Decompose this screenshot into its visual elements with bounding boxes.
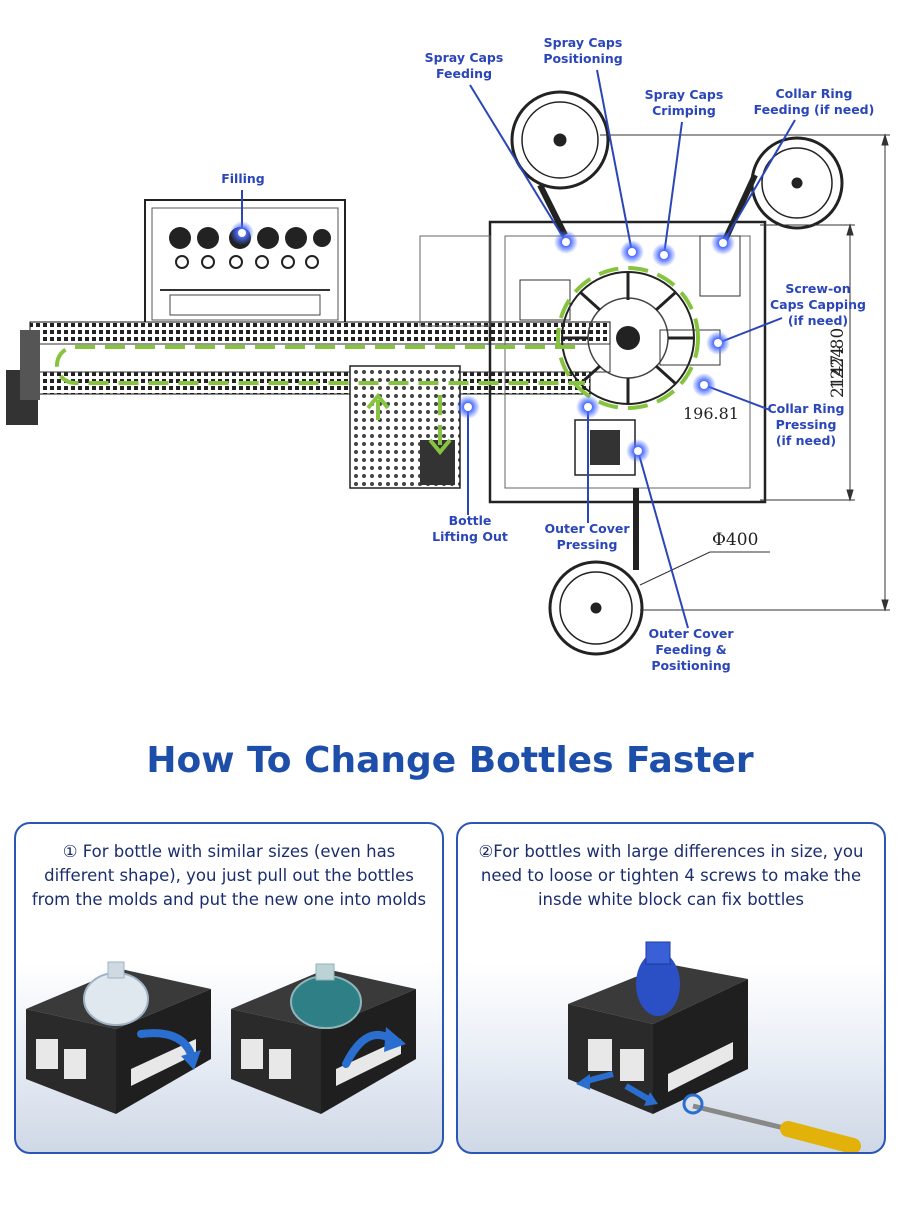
callout-dots: [230, 221, 735, 463]
callout-screw-on-caps-capping: Screw-on Caps Capping (if need): [770, 281, 866, 328]
dimension-hopper-diameter: Φ400: [712, 530, 759, 550]
panel-similar-sizes: ① For bottle with similar sizes (even ha…: [14, 822, 444, 1154]
dimension-frame-height: 1224: [828, 346, 848, 390]
filling-station: [144, 199, 346, 329]
flow-path: [55, 266, 700, 445]
dimension-turntable: 196.81: [683, 404, 739, 423]
callout-outer-cover-pressing: Outer Cover Pressing: [544, 521, 630, 552]
callout-outer-cover-feeding: Outer Cover Feeding & Positioning: [648, 626, 734, 673]
callout-filling: Filling: [221, 171, 265, 186]
callout-bottle-lifting-out: Bottle Lifting Out: [432, 513, 508, 544]
panel-1-text: ① For bottle with similar sizes (even ha…: [31, 842, 427, 909]
callout-spray-caps-crimping: Spray Caps Crimping: [644, 87, 724, 118]
section-heading: How To Change Bottles Faster: [146, 740, 754, 781]
callout-collar-ring-pressing: Collar Ring Pressing (if need): [767, 401, 845, 448]
outer-cover-hopper: [548, 488, 644, 656]
machine-layout-diagram: Filling Spray Caps Feeding Spray Caps Po…: [6, 35, 890, 673]
callout-collar-ring-feeding: Collar Ring Feeding (if need): [753, 86, 875, 117]
dimension-lines: [600, 133, 890, 612]
panel-2-text: ②For bottles with large differences in s…: [478, 842, 864, 909]
callout-leaders: [241, 69, 796, 629]
panel-large-differences: ②For bottles with large differences in s…: [456, 822, 886, 1154]
conveyor: [6, 321, 611, 425]
callout-spray-caps-positioning: Spray Caps Positioning: [543, 35, 623, 66]
spray-cap-hopper: [510, 90, 610, 237]
mold-illustration-2: [568, 941, 861, 1152]
rotary-frame: [419, 220, 767, 504]
machine-drawing: [6, 69, 890, 656]
mold-illustration-1: [26, 961, 416, 1114]
callout-spray-caps-feeding: Spray Caps Feeding: [424, 50, 504, 81]
flow-arrows: [366, 392, 452, 456]
bottle-tray: [349, 365, 461, 489]
